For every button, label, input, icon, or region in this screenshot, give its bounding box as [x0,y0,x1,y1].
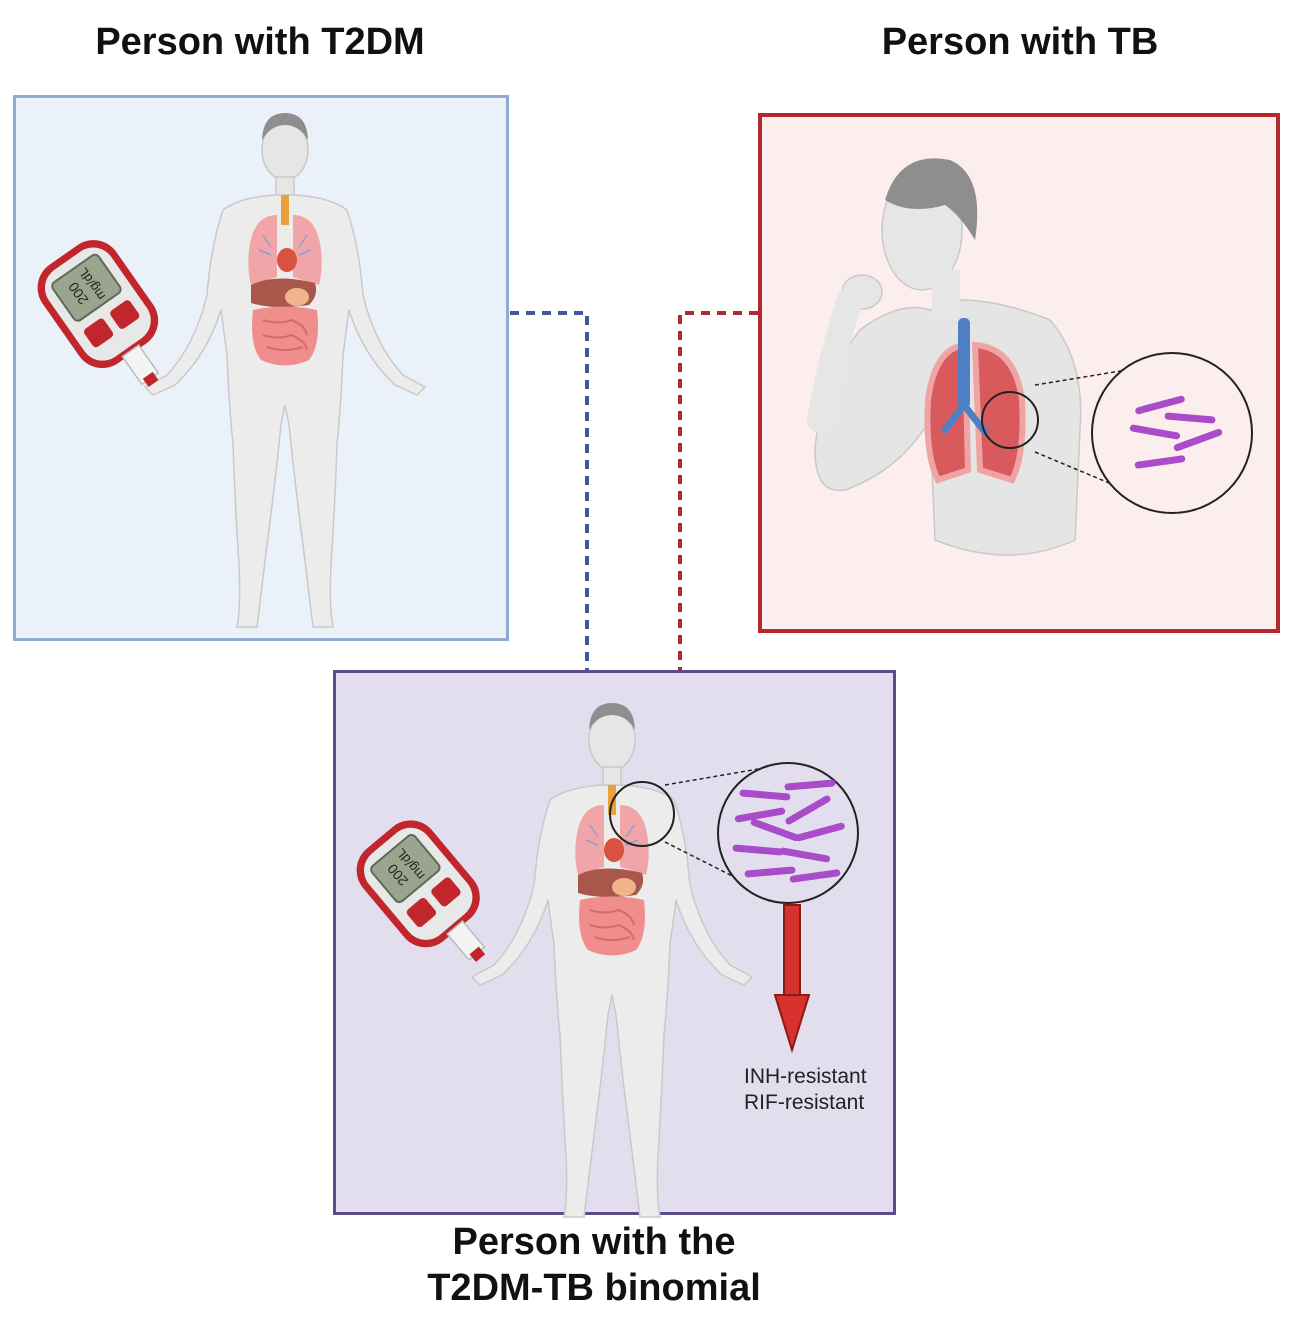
lung-zoom-circle-combined [609,781,675,847]
glucometer-combined-icon: 200 mg/dL [344,807,517,989]
inh-resistant-label: INH-resistant [744,1065,867,1088]
t2dm-connector [510,311,589,670]
rif-resistant-label: RIF-resistant [744,1091,865,1114]
tb-title: Person with TB [881,21,1159,63]
human-figure-icon [144,112,426,628]
human-figure-combined-icon [471,702,753,1218]
tb-connector [678,311,758,670]
resistance-arrow-icon [773,904,811,1054]
lung-zoom-circle [981,391,1039,449]
combined-title-line2: T2DM-TB binomial [427,1267,761,1309]
zoom-line-top-combined [664,766,771,786]
combined-title-line1: Person with the [452,1221,736,1263]
coughing-person-icon [807,158,1082,556]
t2dm-title: Person with T2DM [95,21,425,63]
glucometer-icon: 200 mg/dL [25,228,192,411]
